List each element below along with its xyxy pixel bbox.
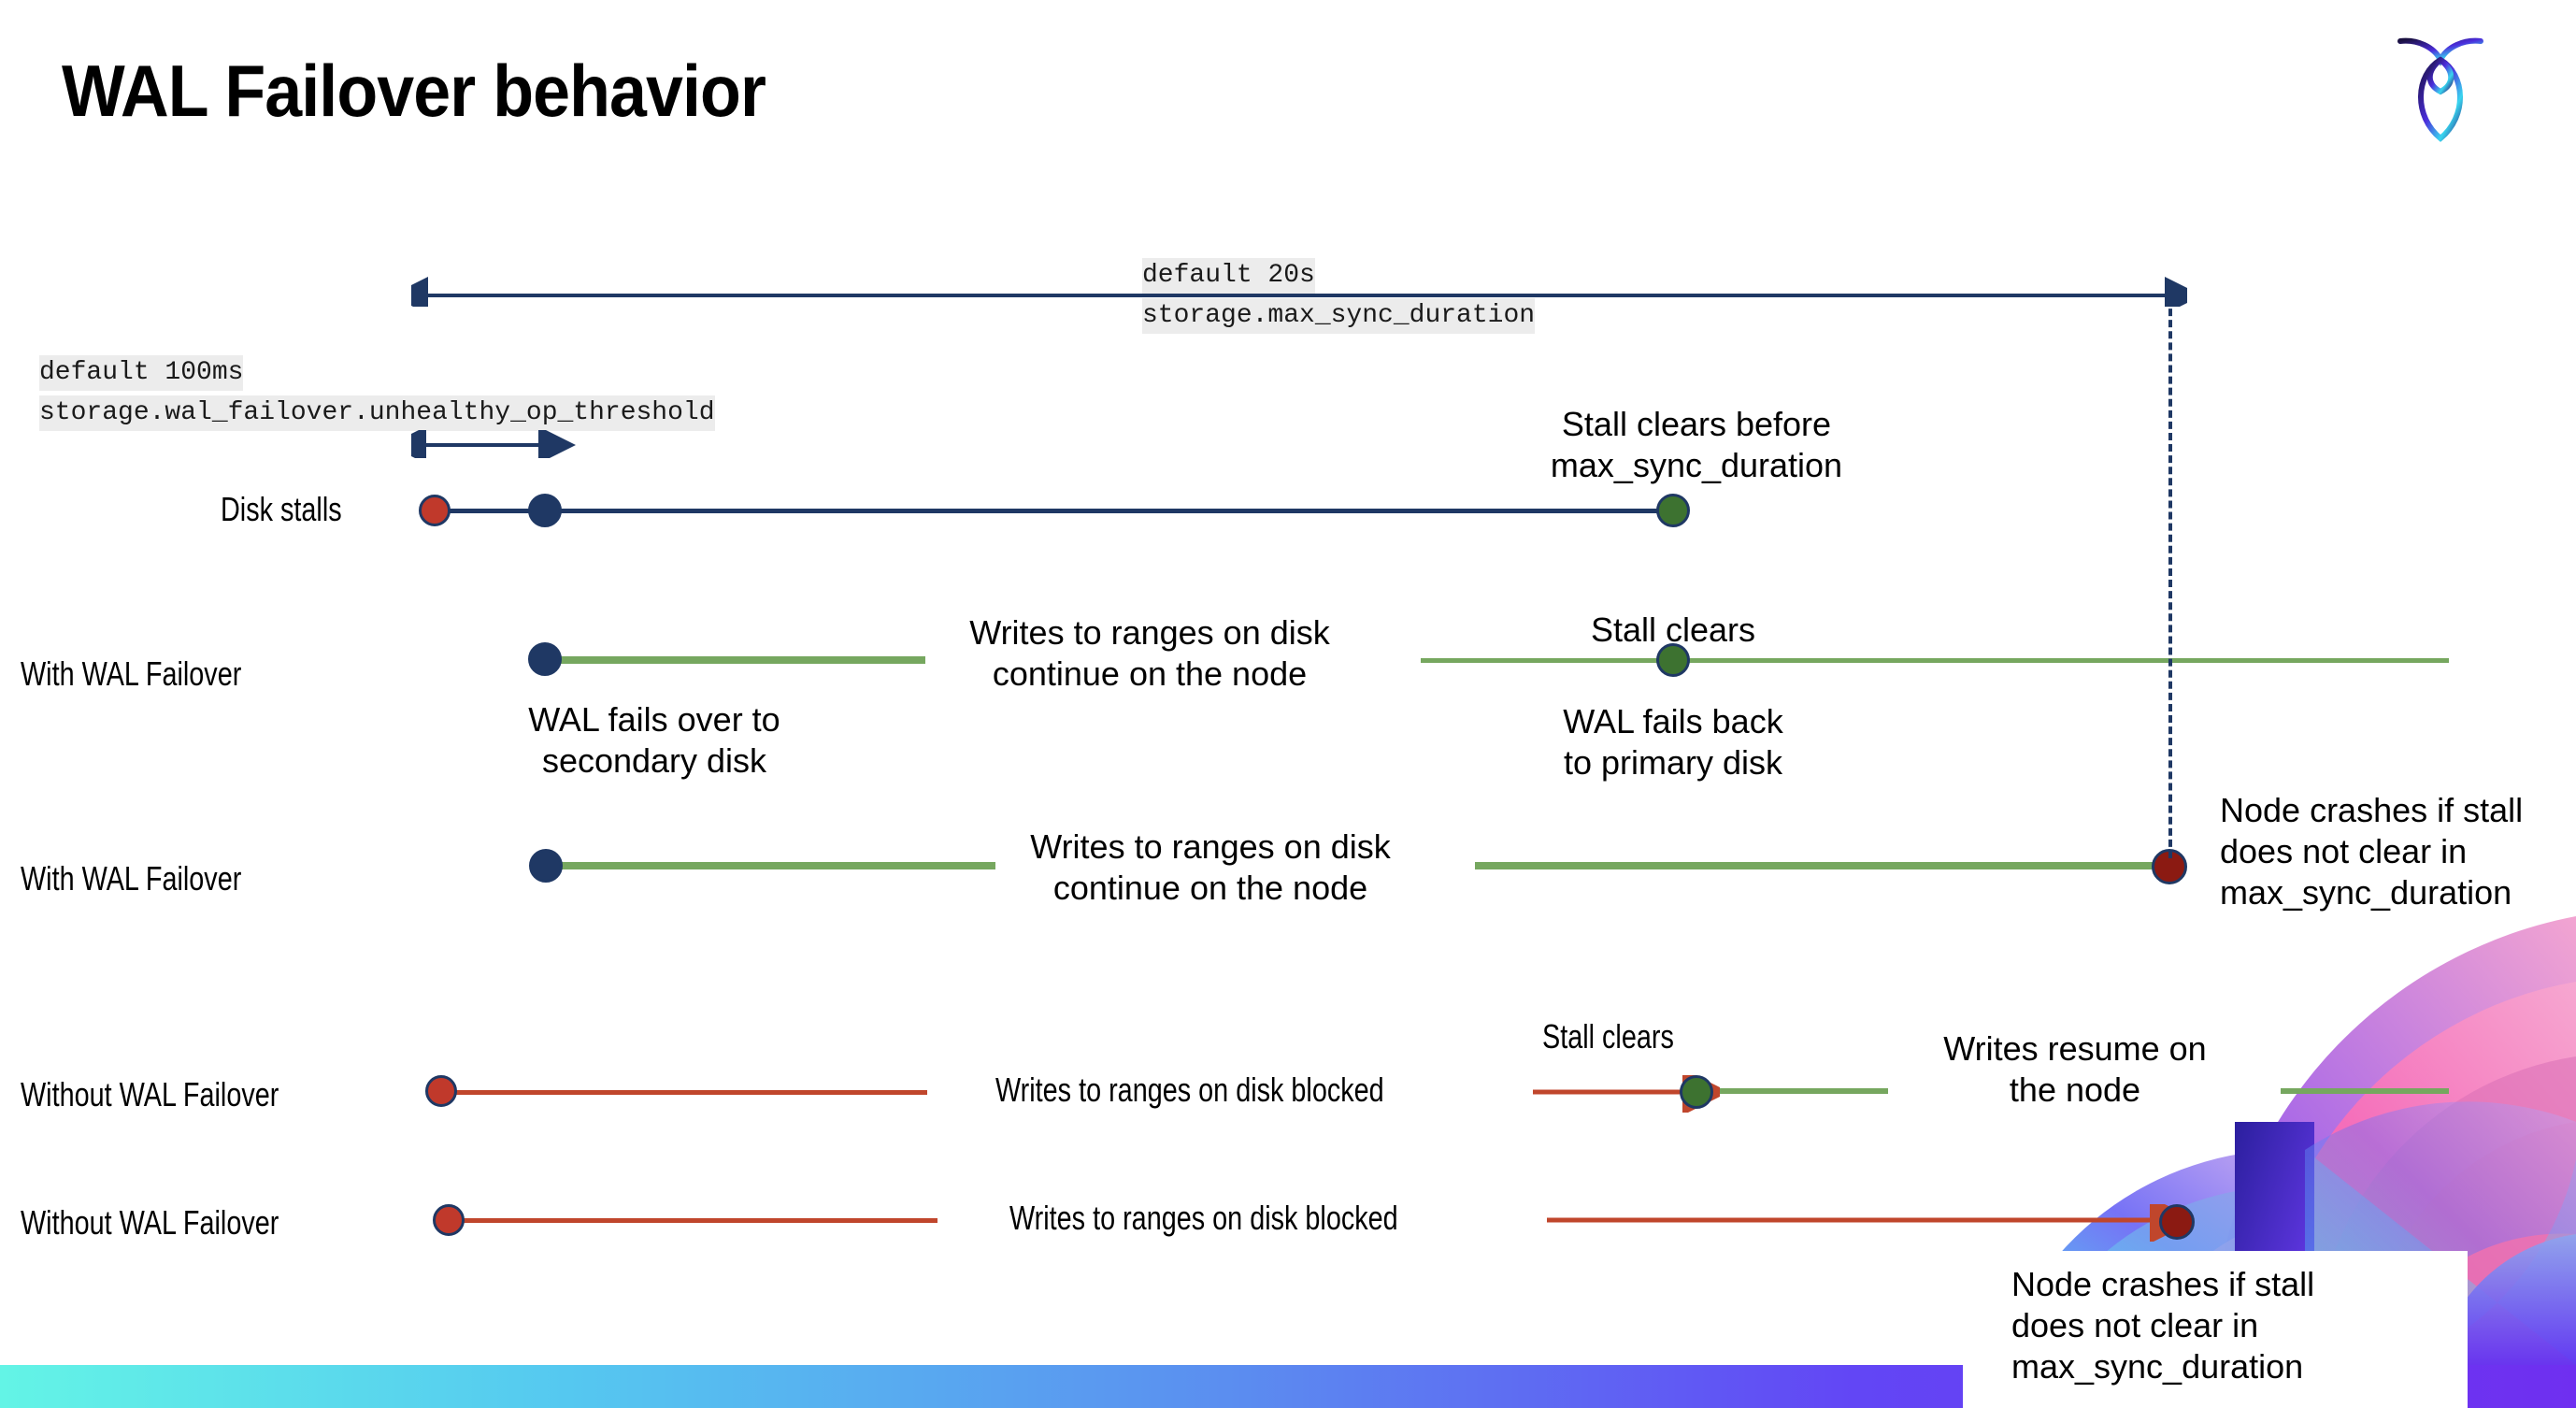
without-failover-red-line-1 bbox=[455, 1090, 927, 1095]
callout-stall-clears-before-max-sync: Stall clears before max_sync_duration bbox=[1550, 405, 1843, 484]
row-label-with-wal-failover-2: With WAL Failover bbox=[21, 859, 242, 898]
disk-stall-line-navy bbox=[439, 509, 1673, 513]
max-sync-duration-dashed-guide bbox=[2168, 297, 2172, 858]
max-sync-setting-label: storage.max_sync_duration bbox=[1142, 298, 1536, 334]
unhealthy-op-default-label: default 100ms bbox=[39, 355, 244, 391]
callout-writes-blocked-1: Writes to ranges on disk blocked bbox=[995, 1070, 1384, 1109]
callout-writes-blocked-2: Writes to ranges on disk blocked bbox=[1009, 1199, 1398, 1237]
wal-failover-line-right bbox=[1421, 658, 2449, 663]
callout-wal-fails-back: WAL fails back to primary disk bbox=[1563, 702, 1783, 782]
unhealthy-op-threshold-span-arrow bbox=[411, 430, 576, 458]
row-label-without-wal-failover-2: Without WAL Failover bbox=[21, 1203, 279, 1242]
page-title: WAL Failover behavior bbox=[62, 50, 766, 132]
row-label-without-wal-failover-1: Without WAL Failover bbox=[21, 1075, 279, 1113]
callout-writes-resume: Writes resume on the node bbox=[1943, 1029, 2207, 1109]
without-failover-start-dot-1 bbox=[425, 1075, 457, 1107]
wal-failover-line-left bbox=[542, 656, 925, 664]
row-label-disk-stalls: Disk stalls bbox=[221, 490, 342, 528]
disk-stall-failover-dot bbox=[528, 494, 562, 527]
node-crash-callout-backdrop bbox=[1963, 1251, 2468, 1408]
wal-failover-clear-dot bbox=[1656, 643, 1690, 677]
callout-stall-clears-1: Stall clears bbox=[1590, 611, 1756, 649]
cockroachdb-logo bbox=[2389, 26, 2492, 148]
callout-stall-clears-2: Stall clears bbox=[1542, 1017, 1674, 1056]
callout-node-crashes-2: Node crashes if stall does not clear in … bbox=[2011, 1265, 2315, 1386]
callout-writes-continue-2: Writes to ranges on disk continue on the… bbox=[1030, 827, 1391, 907]
wal-failover-start-dot bbox=[528, 642, 562, 676]
disk-stall-clear-dot bbox=[1656, 494, 1690, 527]
wal-failover-crash-start-dot bbox=[529, 849, 563, 883]
without-failover-clear-dot-1 bbox=[1680, 1075, 1713, 1109]
unhealthy-op-setting-label: storage.wal_failover.unhealthy_op_thresh… bbox=[39, 395, 715, 431]
without-failover-start-dot-2 bbox=[433, 1204, 465, 1236]
row-label-with-wal-failover-1: With WAL Failover bbox=[21, 654, 242, 693]
disk-stall-start-dot bbox=[419, 495, 451, 526]
wal-failover-crash-line-right bbox=[1475, 862, 2167, 869]
node-crash-dot-2 bbox=[2159, 1204, 2195, 1240]
callout-node-crashes-1: Node crashes if stall does not clear in … bbox=[2220, 791, 2524, 912]
wal-failover-crash-line-left bbox=[547, 862, 995, 869]
without-failover-green-line-1 bbox=[1720, 1088, 1888, 1094]
without-failover-red-arrow-2 bbox=[1547, 1204, 2182, 1242]
without-failover-red-line-2 bbox=[463, 1218, 937, 1223]
callout-writes-continue-1: Writes to ranges on disk continue on the… bbox=[969, 613, 1330, 693]
without-failover-green-line-2 bbox=[2281, 1088, 2449, 1094]
max-sync-default-label: default 20s bbox=[1142, 258, 1315, 294]
callout-wal-fails-over: WAL fails over to secondary disk bbox=[528, 700, 780, 780]
